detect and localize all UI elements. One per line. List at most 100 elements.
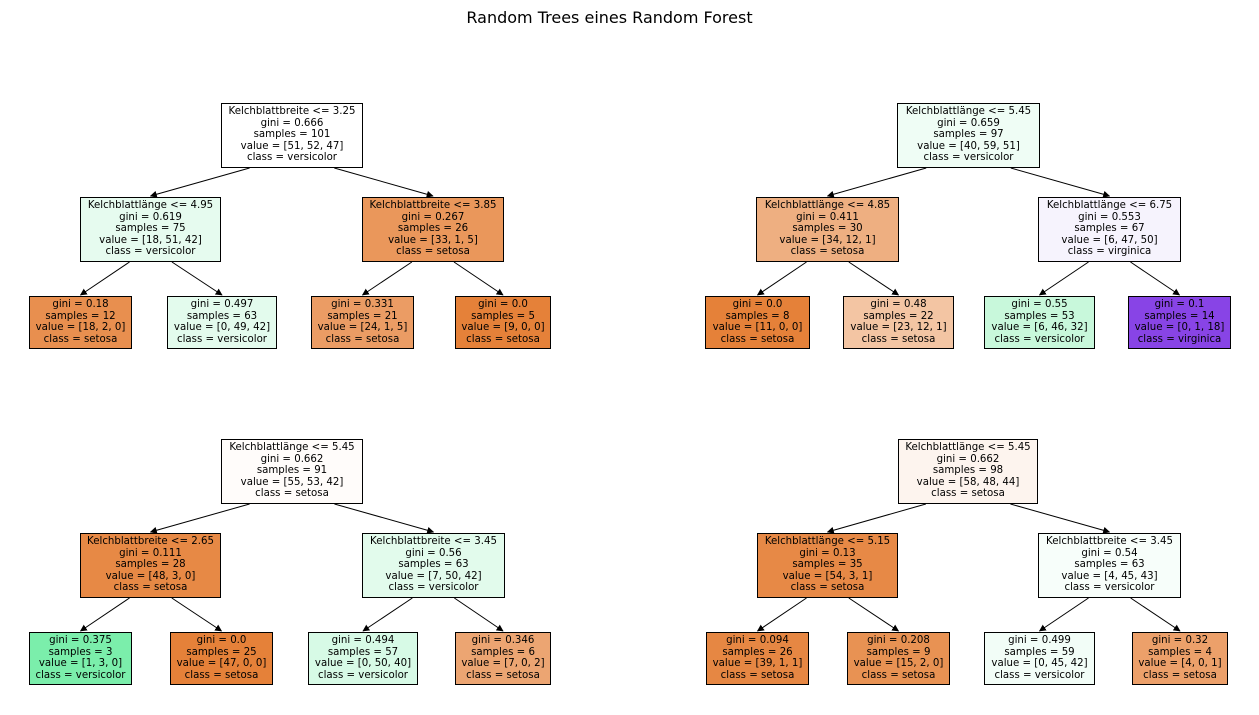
node-text-line: samples = 63 [186,310,258,322]
node-text-line: class = setosa [1143,669,1217,681]
node-text-line: class = virginica [1137,333,1222,345]
node-text-line: value = [4, 0, 1] [1138,658,1222,670]
tree-edge-arrow [826,167,927,198]
node-text-line: samples = 30 [792,223,863,235]
node-text-line: samples = 21 [327,310,398,322]
node-text-line: gini = 0.0 [196,635,247,646]
tree-edge-arrow [1010,167,1111,198]
node-text-line: samples = 59 [1004,646,1075,658]
tree-edge-arrow [171,597,223,632]
node-text-line: gini = 0.32 [1151,635,1209,646]
node-text-line: Kelchblattlänge <= 6.75 [1046,200,1173,211]
node-text-line: Kelchblattlänge <= 5.45 [905,442,1031,453]
node-text-line: value = [6, 46, 32] [991,322,1088,334]
tree-edge-arrow [79,261,130,296]
node-text-line: class = versicolor [923,152,1014,164]
node-text-line: gini = 0.111 [119,547,182,559]
node-text-line: samples = 67 [1074,223,1145,235]
node-text-line: value = [0, 45, 42] [991,658,1088,670]
tree-edge-arrow [361,261,413,296]
node-text-line: samples = 5 [471,310,535,322]
node-text-line: Kelchblattlänge <= 4.85 [764,200,891,211]
node-text-line: value = [47, 0, 0] [176,658,267,670]
tree-edge-arrow [1130,261,1181,296]
node-text-line: class = setosa [720,333,795,345]
node-text-line: gini = 0.411 [796,211,859,223]
node-text-line: samples = 6 [471,646,535,658]
node-text-line: samples = 26 [397,223,469,235]
tree-edge-arrow [1038,261,1089,296]
node-text-line: samples = 12 [45,310,116,322]
node-text-line: samples = 9 [866,646,931,658]
node-text-line: value = [9, 0, 0] [461,322,545,334]
node-text-line: gini = 0.55 [1011,299,1068,310]
tree-edge-arrow [848,597,900,632]
node-text-line: gini = 0.18 [52,299,109,310]
node-text-line: value = [58, 48, 44] [916,476,1020,488]
node-text-line: class = setosa [466,333,540,345]
node-text-line: value = [51, 52, 47] [240,140,344,152]
node-text-line: samples = 14 [1144,310,1215,322]
tree-edge-arrow [1038,597,1089,632]
node-text-line: value = [18, 2, 0] [35,322,126,334]
node-text-line: samples = 53 [1004,310,1075,322]
node-text-line: gini = 0.1 [1154,299,1205,310]
node-text-line: samples = 75 [115,223,186,235]
node-text-line: value = [1, 3, 0] [38,658,123,670]
node-text-line: gini = 0.375 [49,635,112,646]
node-text-line: class = setosa [255,488,329,500]
tree-edge-arrow [149,167,250,198]
node-text-line: gini = 0.0 [732,299,783,310]
node-text-line: value = [4, 45, 43] [1061,570,1158,582]
node-text-line: Kelchblattlänge <= 5.45 [905,106,1032,117]
node-text-line: class = setosa [931,488,1005,500]
tree-edge-arrow [454,597,504,632]
node-text-line: gini = 0.56 [405,547,462,559]
tree-edge-arrow [334,503,435,534]
node-text-line: Kelchblattbreite <= 3.45 [370,536,497,547]
node-text-line: samples = 8 [725,310,790,322]
node-text-line: value = [0, 50, 40] [314,658,412,670]
node-text-line: value = [39, 1, 1] [712,658,803,670]
node-text-line: value = [18, 51, 42] [99,234,202,246]
node-text-line: gini = 0.619 [119,211,182,223]
node-text-line: samples = 63 [1074,559,1145,571]
figure-title: Random Trees eines Random Forest [466,8,753,27]
node-text-line: gini = 0.659 [937,117,1000,129]
node-text-line: Kelchblattlänge <= 5.45 [229,442,355,453]
node-text-line: class = setosa [861,333,936,345]
tree-edge-arrow [362,597,413,632]
node-text-line: gini = 0.553 [1078,211,1141,223]
node-text-line: samples = 4 [1148,646,1212,658]
node-text-line: class = setosa [396,246,470,258]
node-text-line: gini = 0.662 [936,453,1000,465]
node-text-line: value = [48, 3, 0] [105,570,196,582]
node-text-line: gini = 0.346 [471,635,535,646]
node-text-line: class = setosa [861,669,936,681]
tree-edge-arrow [848,261,900,296]
node-text-line: samples = 98 [932,465,1004,477]
node-text-line: value = [7, 0, 2] [461,658,545,670]
node-text-line: samples = 97 [933,129,1004,141]
node-text-line: class = versicolor [246,152,337,164]
node-text-line: class = setosa [43,333,118,345]
node-text-line: value = [0, 49, 42] [173,322,271,334]
node-text-line: class = versicolor [1064,582,1155,594]
node-text-line: class = setosa [790,246,865,258]
node-text-line: class = setosa [466,669,540,681]
node-text-line: value = [15, 2, 0] [853,658,944,670]
